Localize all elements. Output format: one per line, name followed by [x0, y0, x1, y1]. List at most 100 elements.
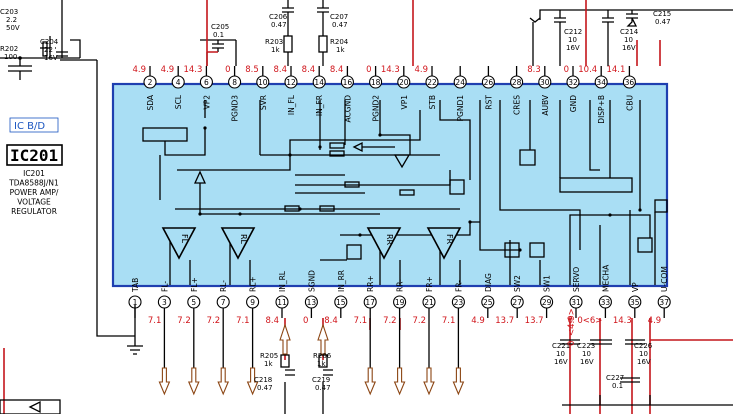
- top-pin-label: RST: [484, 95, 493, 110]
- top-pin-label: PGND3: [231, 95, 240, 122]
- top-pin-voltage: 8.4: [330, 65, 344, 75]
- bottom-pin-number: 11: [277, 298, 287, 307]
- top-pin: 128.4IN_FL: [273, 65, 298, 115]
- bottom-pin-label: FL+: [190, 277, 199, 292]
- top-pin-voltage: 14.1: [606, 65, 625, 75]
- bottom-pin-label: FL-: [160, 281, 169, 292]
- top-pin-number: 34: [596, 78, 606, 87]
- c212-value: 10: [568, 36, 577, 44]
- ic-desc-line: REGULATOR: [11, 207, 57, 216]
- c214-value: 10: [624, 36, 633, 44]
- c226-ref: C226: [634, 342, 653, 350]
- bottom-pin: 177.1RR+: [354, 275, 377, 326]
- top-external-components: [200, 0, 733, 66]
- top-pin-label: STB: [428, 95, 437, 110]
- top-pin-label: VP1: [400, 95, 409, 110]
- bottom-pin-label: RL+: [249, 276, 258, 292]
- top-pin-number: 16: [343, 78, 353, 87]
- bottom-pin-label: RR-: [396, 279, 405, 292]
- ic-desc-line: POWER AMP/: [10, 188, 59, 197]
- bottom-pin-label: MECHA: [601, 264, 610, 292]
- c215-ref: C215: [653, 10, 671, 18]
- top-pin-number: 22: [427, 78, 437, 87]
- bottom-pin-label: U-COM: [660, 266, 669, 292]
- bottom-pin: 37.1FL-: [148, 281, 171, 326]
- bottom-pin-number: 35: [630, 298, 640, 307]
- bottom-pin-number: 25: [483, 298, 493, 307]
- servo-voltage: 0 <4.9>: [567, 308, 577, 346]
- c221-voltage: 16V: [554, 358, 568, 366]
- top-pin-number: 10: [258, 78, 268, 87]
- bottom-pin: 217.2FR+: [412, 276, 436, 326]
- ic-desc-line: IC201: [23, 169, 45, 178]
- bottom-pin-label: SW2: [513, 275, 522, 292]
- amplifier-rr: RR: [366, 227, 402, 260]
- r202-value: 100: [4, 53, 17, 61]
- bottom-pin-number: 31: [571, 298, 581, 307]
- bottom-pin-voltage: 7.2: [177, 316, 191, 326]
- top-pin-voltage: 0: [564, 65, 569, 75]
- ic-desc-line: VOLTAGE: [17, 198, 51, 207]
- bottom-pin-number: 23: [454, 298, 464, 307]
- output-arrow: [452, 367, 465, 396]
- top-pin-number: 18: [371, 78, 381, 87]
- top-pin-label: DISP+B: [597, 95, 606, 124]
- bottom-pin-voltage: 7.1: [236, 316, 250, 326]
- top-pin-label: PGND2: [372, 95, 381, 122]
- c221-ref: C221: [552, 342, 570, 350]
- c227-ref: C227: [606, 374, 624, 382]
- ic-top-pins: 24.9SDA44.9SCL614.3VP280PGND3108.5SVR128…: [132, 65, 636, 124]
- top-pin-number: 30: [540, 78, 550, 87]
- c207-ref: C207: [330, 13, 348, 21]
- top-pin-label: ACGND: [343, 95, 352, 123]
- c214-ref: C214: [620, 28, 639, 36]
- bottom-pin-voltage: 7.2: [383, 316, 397, 326]
- c219-value: 0.47: [315, 384, 331, 392]
- c207-value: 0.47: [332, 21, 348, 29]
- bottom-pin-voltage: 7.2: [207, 316, 221, 326]
- r204-value: 1k: [336, 46, 345, 54]
- bottom-pin: 77.2RL-: [207, 280, 230, 326]
- top-pin-label: GND: [569, 95, 578, 112]
- c226-value: 10: [639, 350, 648, 358]
- top-pin-voltage: 4.9: [161, 65, 175, 75]
- c204-voltage: 16V: [44, 54, 58, 62]
- c227-value: 0.1: [612, 382, 623, 390]
- top-pin-voltage: 0: [366, 65, 371, 75]
- top-pin-number: 32: [568, 78, 578, 87]
- top-pin-voltage: 8.5: [245, 65, 259, 75]
- bottom-pin-voltage: 7.1: [442, 316, 456, 326]
- bottom-pin: 118.4IN_RL: [265, 270, 289, 326]
- bottom-pin-number: 15: [336, 298, 346, 307]
- bottom-pin-number: 33: [601, 298, 611, 307]
- left-partial-components: [0, 0, 81, 80]
- top-pin-voltage: 8.4: [302, 65, 316, 75]
- bottom-pin: 158.4IN_RR: [324, 270, 348, 326]
- top-pin-label: AUBV: [541, 94, 550, 116]
- amplifier-label: FL: [180, 234, 189, 244]
- bottom-pin-label: SW1: [543, 275, 552, 292]
- c212-voltage: 16V: [566, 44, 580, 52]
- top-pin-number: 6: [204, 78, 209, 87]
- c218-ref: C218: [254, 376, 272, 384]
- top-pin-label: VP2: [202, 95, 211, 110]
- top-pin-voltage: 0: [225, 65, 230, 75]
- bottom-pin-label: SERVO: [572, 267, 581, 292]
- r203-ref: R203: [265, 38, 283, 46]
- bottom-pin-label: TAB: [131, 278, 140, 293]
- c215-value: 0.47: [655, 18, 671, 26]
- c204-value: 22: [44, 46, 53, 54]
- c223-ref: C223: [577, 342, 595, 350]
- c206-value: 0.47: [271, 21, 287, 29]
- r202-ref: R202: [0, 45, 18, 53]
- bottom-pin-voltage: 7.2: [412, 316, 426, 326]
